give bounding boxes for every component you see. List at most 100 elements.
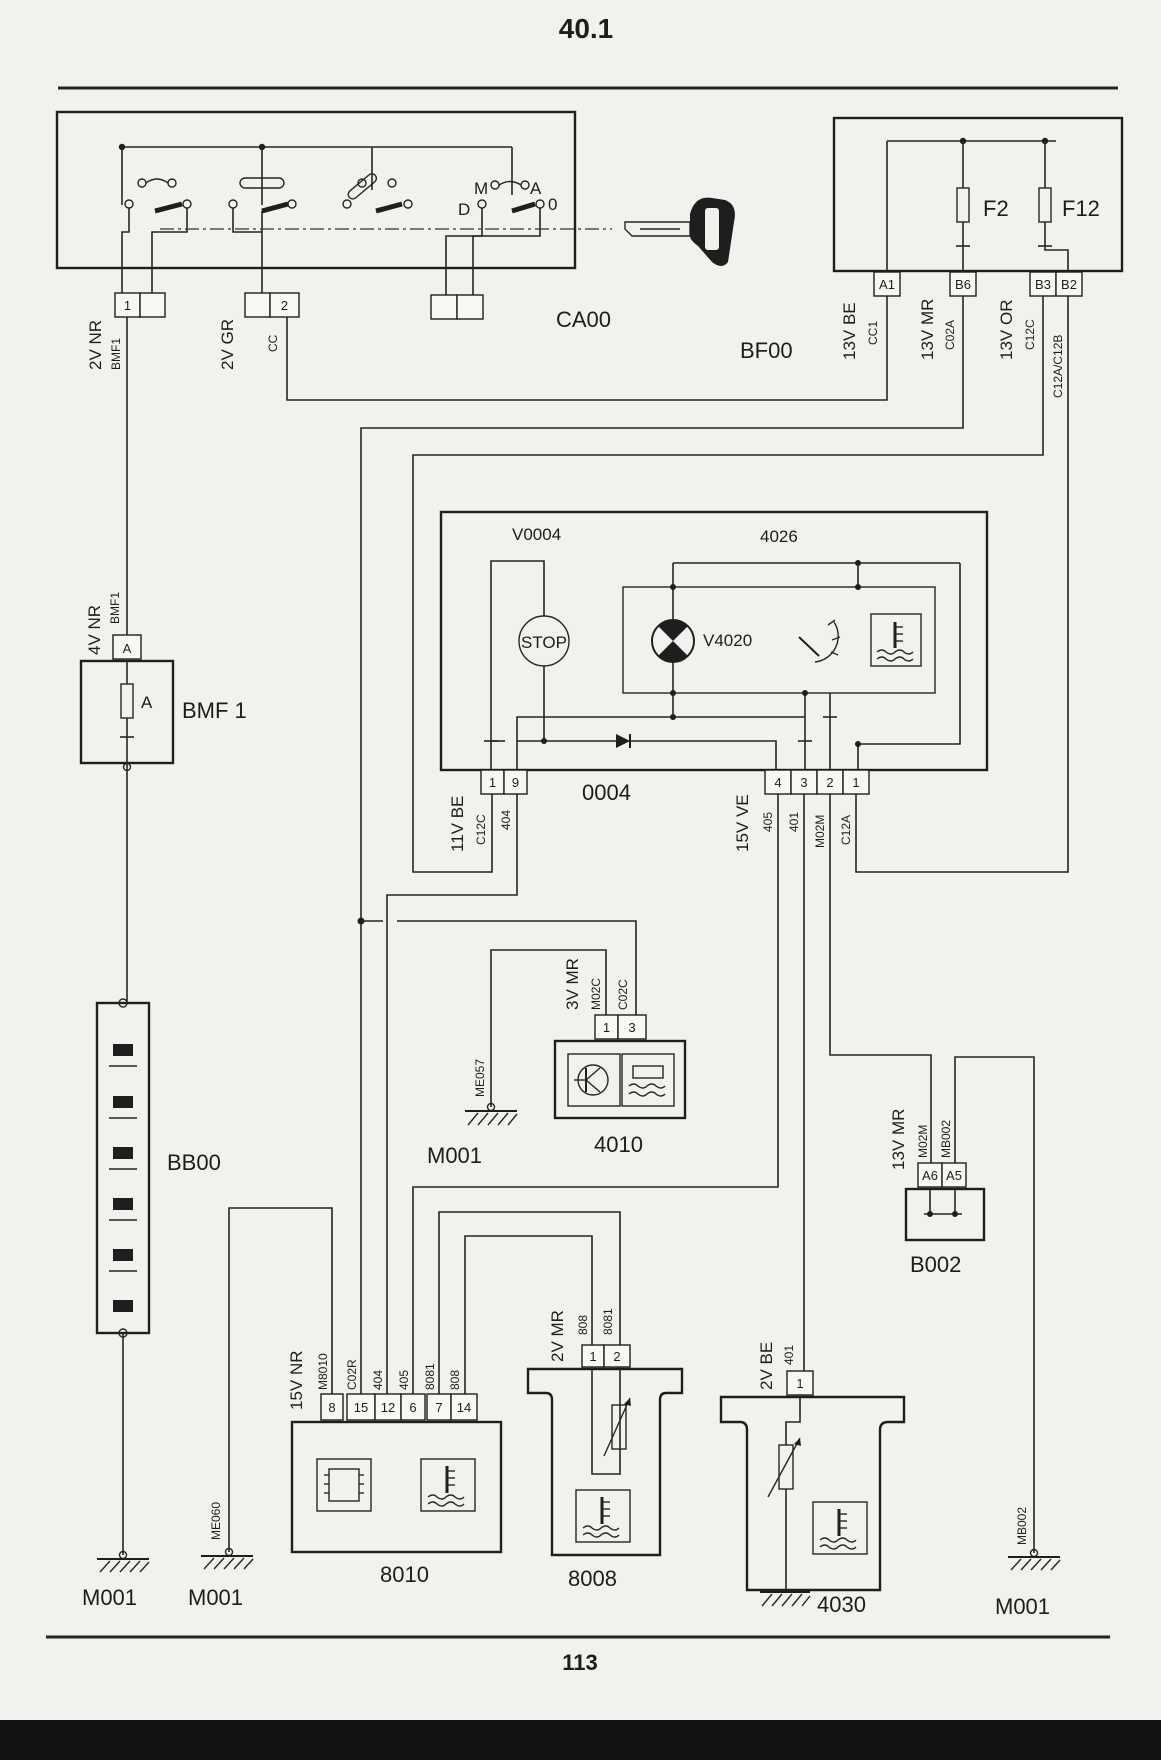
svg-text:1: 1 xyxy=(124,298,131,313)
svg-text:A5: A5 xyxy=(946,1168,962,1183)
c4010-coolant-level-sensor: 1 3 4010 3V MR M02C C02C ME057 M001 xyxy=(427,958,687,1168)
v4020-label: V4020 xyxy=(703,631,752,650)
svg-text:M8010: M8010 xyxy=(316,1353,330,1390)
svg-text:401: 401 xyxy=(787,812,801,832)
switch-pos-a: A xyxy=(530,179,542,198)
c4010-label: 4010 xyxy=(594,1132,643,1157)
svg-text:15V VE: 15V VE xyxy=(733,794,752,852)
svg-text:8081: 8081 xyxy=(423,1363,437,1390)
switch-pos-o: 0 xyxy=(548,195,557,214)
ca00-pin-2 xyxy=(269,292,300,318)
section-number: 40.1 xyxy=(559,13,614,44)
c8010-label: 8010 xyxy=(380,1562,429,1587)
svg-text:C12A: C12A xyxy=(839,815,853,845)
bf00-pin-b2 xyxy=(1055,271,1083,297)
svg-text:1: 1 xyxy=(603,1020,610,1035)
c8008-label: 8008 xyxy=(568,1566,617,1591)
svg-text:C02C: C02C xyxy=(616,979,630,1010)
svg-text:M02M: M02M xyxy=(916,1125,930,1158)
svg-text:A1: A1 xyxy=(879,277,895,292)
svg-text:808: 808 xyxy=(448,1370,462,1390)
svg-text:MB002: MB002 xyxy=(939,1120,953,1158)
svg-text:1: 1 xyxy=(796,1376,803,1391)
svg-text:C02A: C02A xyxy=(943,320,957,350)
svg-text:1: 1 xyxy=(852,775,859,790)
svg-text:C12C: C12C xyxy=(1023,319,1037,350)
c0004-label: 0004 xyxy=(582,780,631,805)
c8008-temp-sensor: 1 2 8008 2V MR 808 8081 xyxy=(526,1308,684,1591)
scan-border xyxy=(0,1720,1161,1760)
coolant-temp-icon xyxy=(870,613,922,667)
page-number: 113 xyxy=(562,1650,598,1675)
harness-wires xyxy=(122,296,1069,1555)
c0004-instrument-panel: V0004 4026 STOP V4 xyxy=(439,510,989,852)
v0004-label: V0004 xyxy=(512,525,561,544)
switch-pos-m: M xyxy=(474,179,488,198)
svg-text:405: 405 xyxy=(761,812,775,832)
svg-text:2V MR: 2V MR xyxy=(548,1310,567,1362)
svg-text:3: 3 xyxy=(800,775,807,790)
svg-text:A: A xyxy=(123,641,132,656)
stop-lamp: STOP xyxy=(521,633,567,652)
ground-b002: MB002 M001 xyxy=(995,1507,1061,1619)
svg-text:2V BE: 2V BE xyxy=(757,1342,776,1390)
bb00-label: BB00 xyxy=(167,1150,221,1175)
svg-text:C12C: C12C xyxy=(474,814,488,845)
ca00-label: CA00 xyxy=(556,307,611,332)
svg-text:7: 7 xyxy=(435,1400,442,1415)
svg-text:8081: 8081 xyxy=(601,1308,615,1335)
ca00-pin-blank-a xyxy=(139,292,166,318)
svg-text:1: 1 xyxy=(489,775,496,790)
switch-pos-d: D xyxy=(458,200,470,219)
fuse-f12-label: F12 xyxy=(1062,196,1100,221)
m001-label-b002: M001 xyxy=(995,1594,1050,1619)
svg-text:13V BE: 13V BE xyxy=(840,302,859,360)
c4026-label: 4026 xyxy=(760,527,798,546)
svg-text:9: 9 xyxy=(512,775,519,790)
svg-text:15V NR: 15V NR xyxy=(287,1350,306,1410)
ca00-pin-blank-b xyxy=(244,292,271,318)
ground-8010: ME060 M001 xyxy=(188,1502,254,1610)
svg-text:11V BE: 11V BE xyxy=(448,796,467,852)
svg-text:MB002: MB002 xyxy=(1015,1507,1029,1545)
b002-label: B002 xyxy=(910,1252,961,1277)
svg-text:1: 1 xyxy=(589,1349,596,1364)
svg-text:404: 404 xyxy=(371,1370,385,1390)
svg-text:CC1: CC1 xyxy=(866,321,880,345)
ground-bb00: M001 xyxy=(82,1550,150,1610)
fuse-f2-label: F2 xyxy=(983,196,1009,221)
bmf1-label: BMF 1 xyxy=(182,698,247,723)
ca00-mid-spec: 2V GR xyxy=(218,319,237,370)
svg-text:M02C: M02C xyxy=(589,978,603,1010)
m001-label-8010: M001 xyxy=(188,1585,243,1610)
bb00-battery: BB00 xyxy=(95,998,221,1338)
svg-text:13V OR: 13V OR xyxy=(997,300,1016,360)
svg-text:15: 15 xyxy=(354,1400,368,1415)
m001-label-bb00: M001 xyxy=(82,1585,137,1610)
svg-text:6: 6 xyxy=(409,1400,416,1415)
svg-text:3: 3 xyxy=(628,1020,635,1035)
svg-text:8: 8 xyxy=(328,1400,335,1415)
svg-text:2: 2 xyxy=(826,775,833,790)
m001-label-4010: M001 xyxy=(427,1143,482,1168)
ca00-ignition-switch: M A D 0 1 2 CA00 2V NR BMF1 2V GR CC xyxy=(55,110,735,370)
ca00-left-spec: 2V NR xyxy=(86,320,105,370)
svg-text:B6: B6 xyxy=(955,277,971,292)
svg-text:B3: B3 xyxy=(1035,277,1051,292)
svg-text:401: 401 xyxy=(782,1345,796,1365)
svg-text:ME057: ME057 xyxy=(473,1059,487,1097)
ca00-left-wire: BMF1 xyxy=(109,338,123,370)
svg-text:405: 405 xyxy=(397,1370,411,1390)
svg-text:14: 14 xyxy=(457,1400,471,1415)
svg-text:A: A xyxy=(141,693,153,712)
b002-connector-block: A6 A5 B002 13V MR M02M MB002 xyxy=(889,1109,986,1277)
svg-text:3V MR: 3V MR xyxy=(563,958,582,1010)
c4030-temp-sensor: 1 4030 2V BE 401 xyxy=(719,1342,906,1617)
svg-text:13V MR: 13V MR xyxy=(918,299,937,360)
svg-text:12: 12 xyxy=(381,1400,395,1415)
svg-text:C12A/C12B: C12A/C12B xyxy=(1051,335,1065,398)
svg-text:2: 2 xyxy=(281,298,288,313)
svg-text:B2: B2 xyxy=(1061,277,1077,292)
ca00-mid-wire: CC xyxy=(266,334,280,352)
